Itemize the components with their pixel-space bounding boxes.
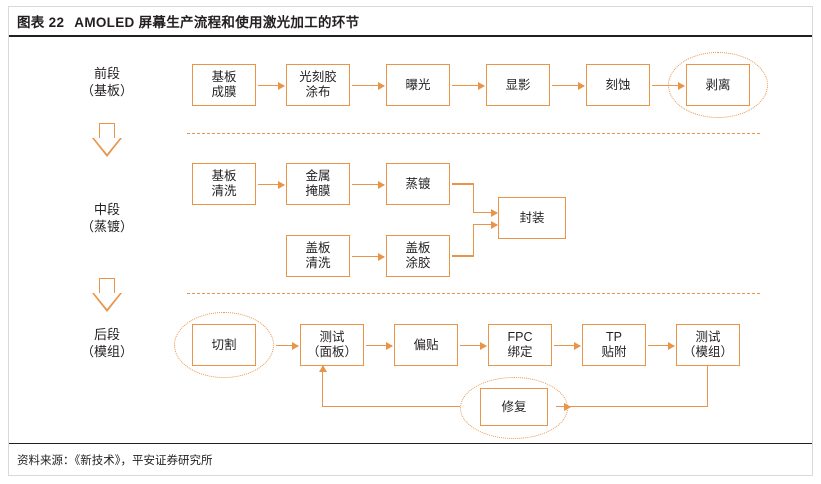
highlight-cutting-ellipse [174, 312, 274, 378]
stage-transition-arrow-1 [92, 123, 122, 157]
node-substrate-film[interactable]: 基板成膜 [192, 64, 256, 106]
connector-testmodule-to-repair-v [707, 366, 709, 407]
connector-testmodule-to-repair-h [570, 405, 708, 407]
arrow-back-4 [554, 340, 581, 352]
stage-label-middle: 中段 （蒸镀） [80, 202, 133, 234]
arrow-back-1 [276, 340, 299, 352]
node-etch[interactable]: 刻蚀 [586, 64, 650, 106]
node-cover-glue[interactable]: 盖板涂胶 [386, 235, 450, 277]
arrow-middle-3 [352, 251, 385, 263]
connector-evaporation-to-encap-h [452, 183, 474, 185]
arrow-back-3 [460, 340, 487, 352]
node-exposure[interactable]: 曝光 [386, 64, 450, 106]
node-test-panel[interactable]: 测试（面板） [300, 324, 364, 366]
connector-coverglue-to-encap-h [452, 255, 474, 257]
node-test-module[interactable]: 测试（模组） [676, 324, 740, 366]
chart-title-bar: 图表 22 AMOLED 屏幕生产流程和使用激光加工的环节 [9, 7, 812, 37]
node-substrate-clean[interactable]: 基板清洗 [192, 163, 256, 205]
arrow-front-2 [352, 80, 385, 92]
node-evaporation[interactable]: 蒸镀 [386, 163, 450, 205]
arrow-front-4 [552, 80, 585, 92]
node-photoresist-coat[interactable]: 光刻胶涂布 [286, 64, 350, 106]
stage-transition-arrow-2 [92, 278, 122, 312]
node-encapsulation[interactable]: 封装 [498, 197, 566, 239]
node-polarizer[interactable]: 偏贴 [394, 324, 458, 366]
arrow-encap-in-bottom [473, 219, 498, 231]
page-title: 图表 22 AMOLED 屏幕生产流程和使用激光加工的环节 [9, 11, 359, 31]
chart-title: AMOLED 屏幕生产流程和使用激光加工的环节 [74, 15, 360, 30]
stage-label-front: 前段 （基板） [80, 66, 133, 98]
stage-label-back: 后段 （模组） [80, 327, 133, 359]
connector-coverglue-to-encap-v [473, 224, 475, 256]
arrow-front-3 [452, 80, 485, 92]
arrow-back-5 [648, 340, 675, 352]
chart-frame [8, 6, 813, 476]
highlight-strip-ellipse [668, 52, 768, 118]
connector-evaporation-to-encap-v [473, 183, 475, 214]
highlight-repair-ellipse [460, 377, 568, 439]
connector-repair-to-cutting-h [322, 405, 460, 407]
arrow-back-2 [366, 340, 393, 352]
arrow-encap-in-top [473, 207, 498, 219]
arrow-middle-1 [258, 179, 285, 191]
chart-number: 图表 22 [17, 15, 65, 30]
connector-repair-to-cutting-v [322, 366, 324, 407]
arrow-repair-in-head [556, 401, 571, 413]
node-metal-mask[interactable]: 金属掩膜 [286, 163, 350, 205]
arrow-middle-2 [352, 179, 385, 191]
node-develop[interactable]: 显影 [486, 64, 550, 106]
separator-middle-back [187, 293, 760, 294]
separator-front-middle [187, 133, 760, 134]
arrow-front-1 [258, 80, 285, 92]
source-text: 资料来源：《新技术》，平安证券研究所 [17, 454, 213, 467]
source-bar: 资料来源：《新技术》，平安证券研究所 [9, 443, 812, 475]
node-cover-clean[interactable]: 盖板清洗 [286, 235, 350, 277]
